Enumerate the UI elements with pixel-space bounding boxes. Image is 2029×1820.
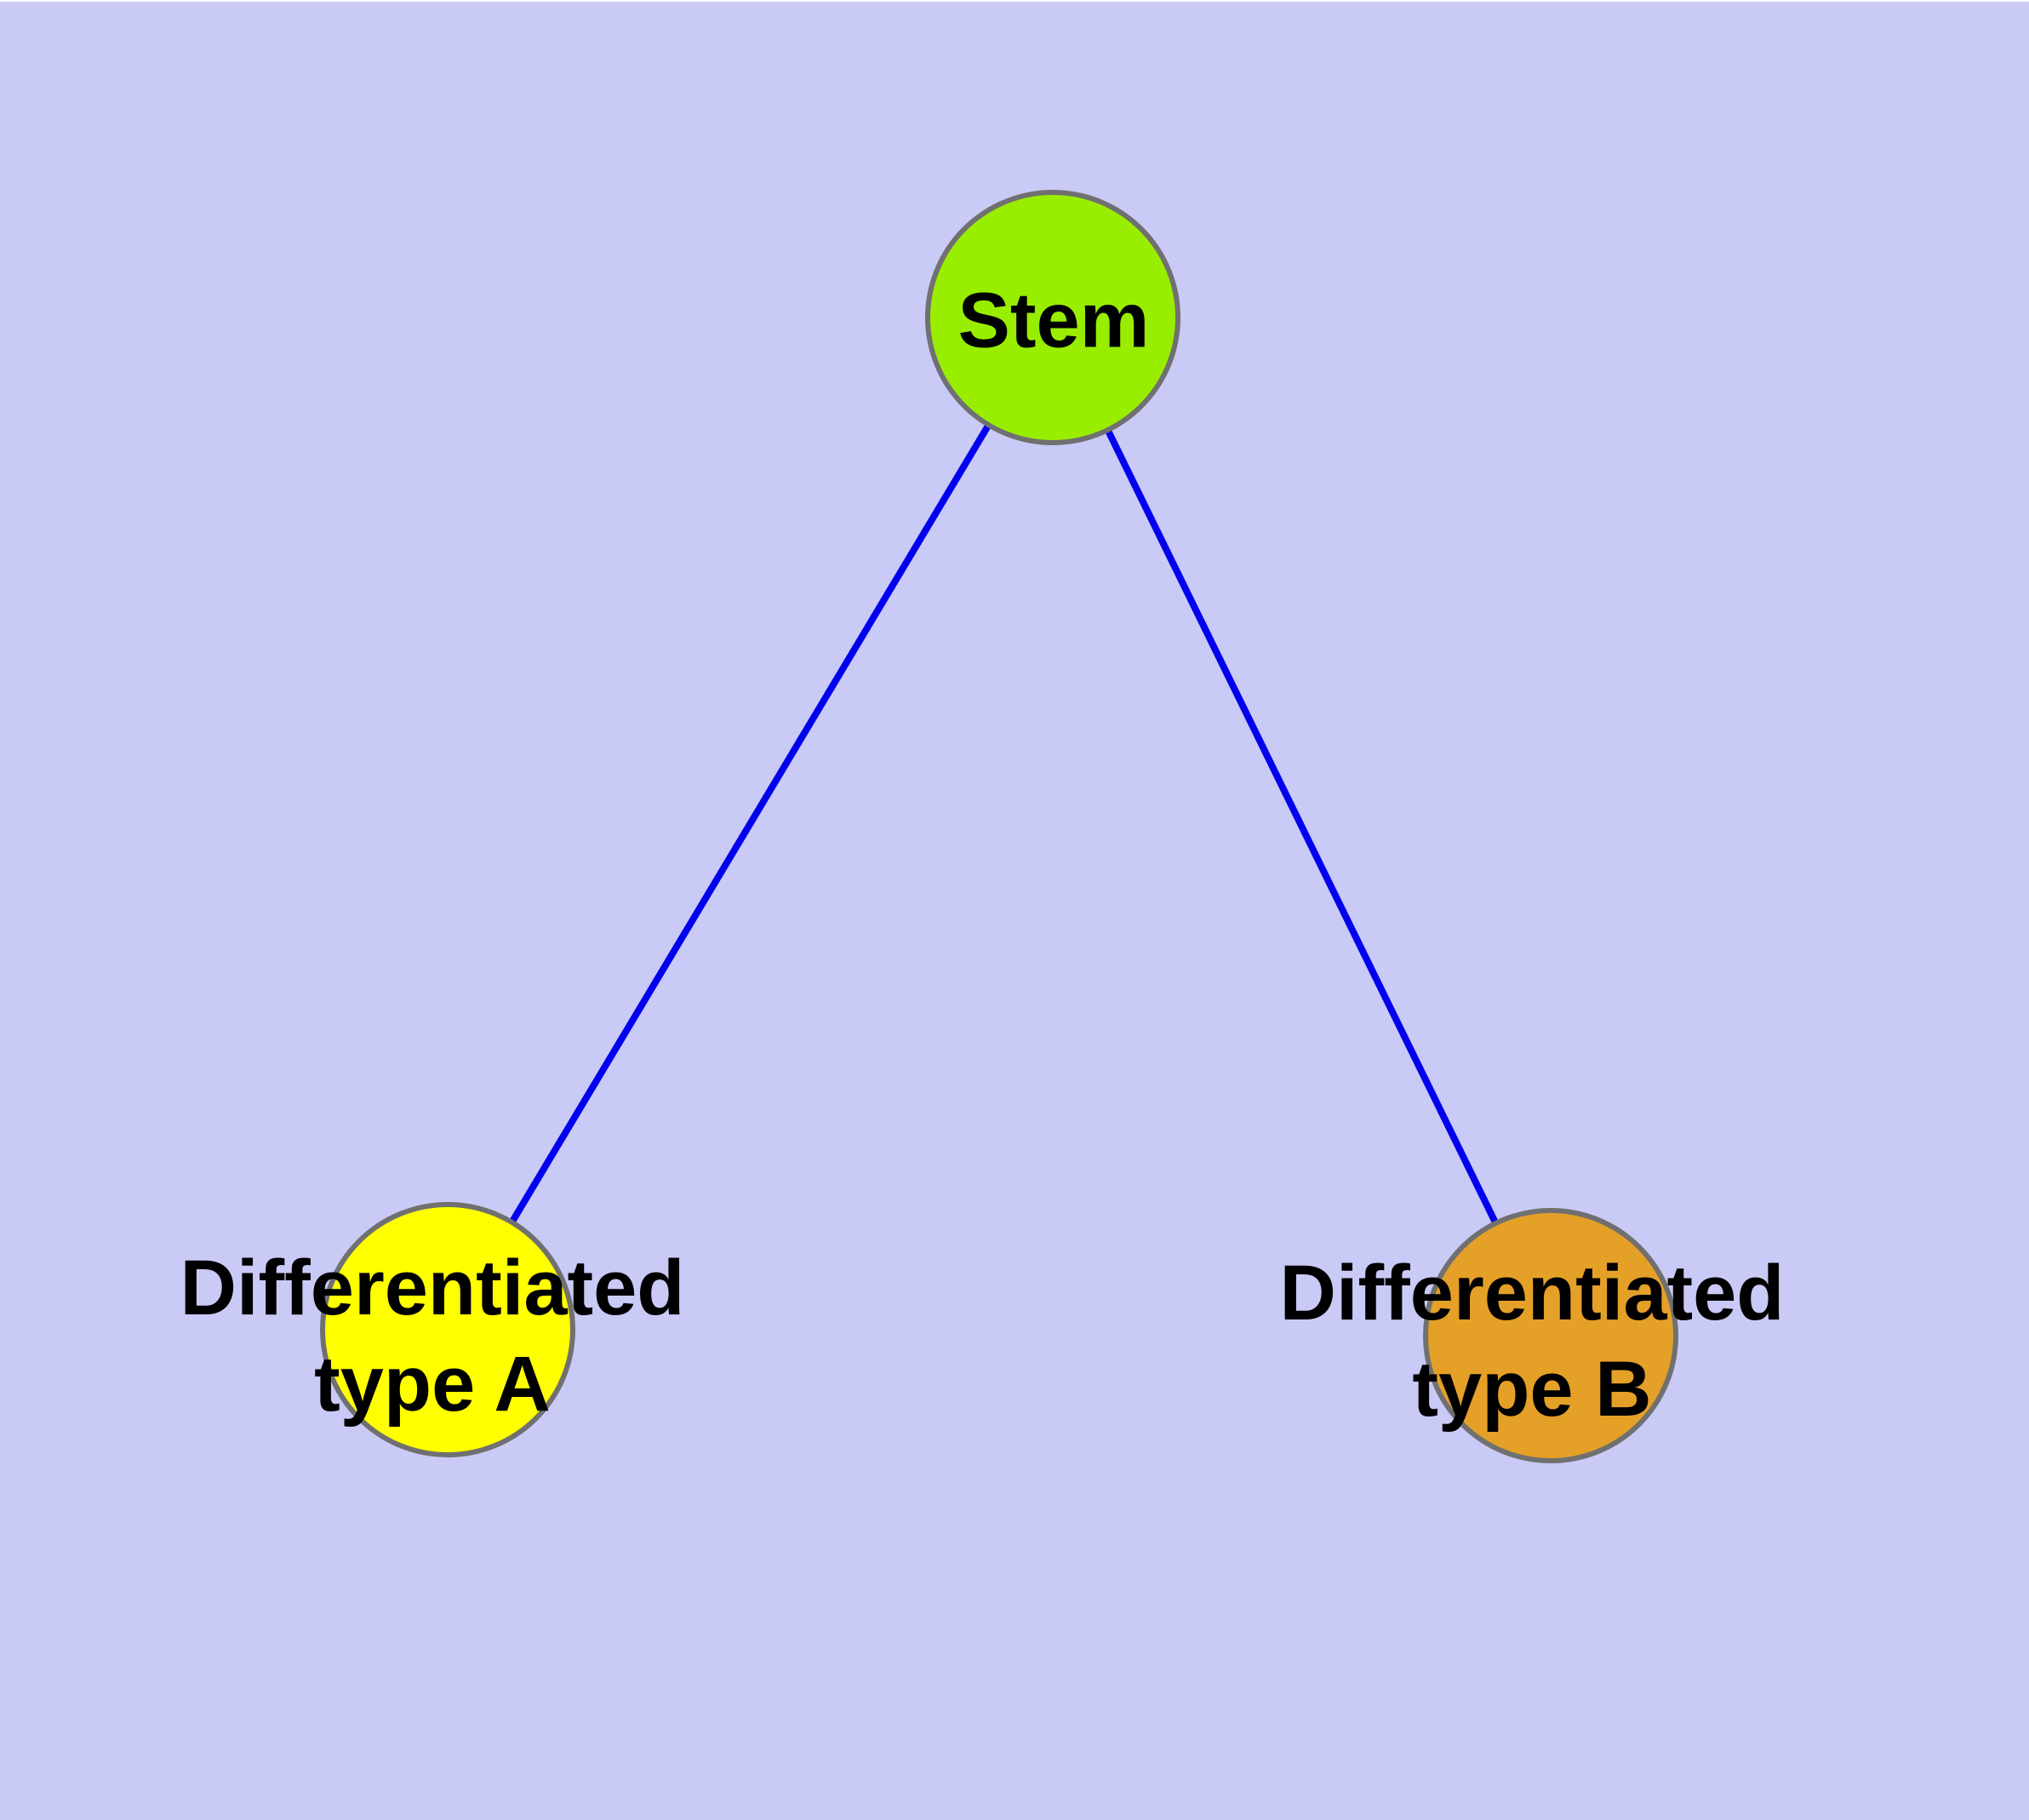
node-stem-circle xyxy=(925,190,1180,445)
canvas-top-edge xyxy=(0,0,2029,2)
node-differentiated-type-a-circle xyxy=(320,1202,575,1457)
edge-stem-to-type-b xyxy=(1049,316,1554,1337)
edge-stem-to-type-a xyxy=(444,315,1056,1332)
node-differentiated-type-b-circle xyxy=(1423,1208,1678,1463)
